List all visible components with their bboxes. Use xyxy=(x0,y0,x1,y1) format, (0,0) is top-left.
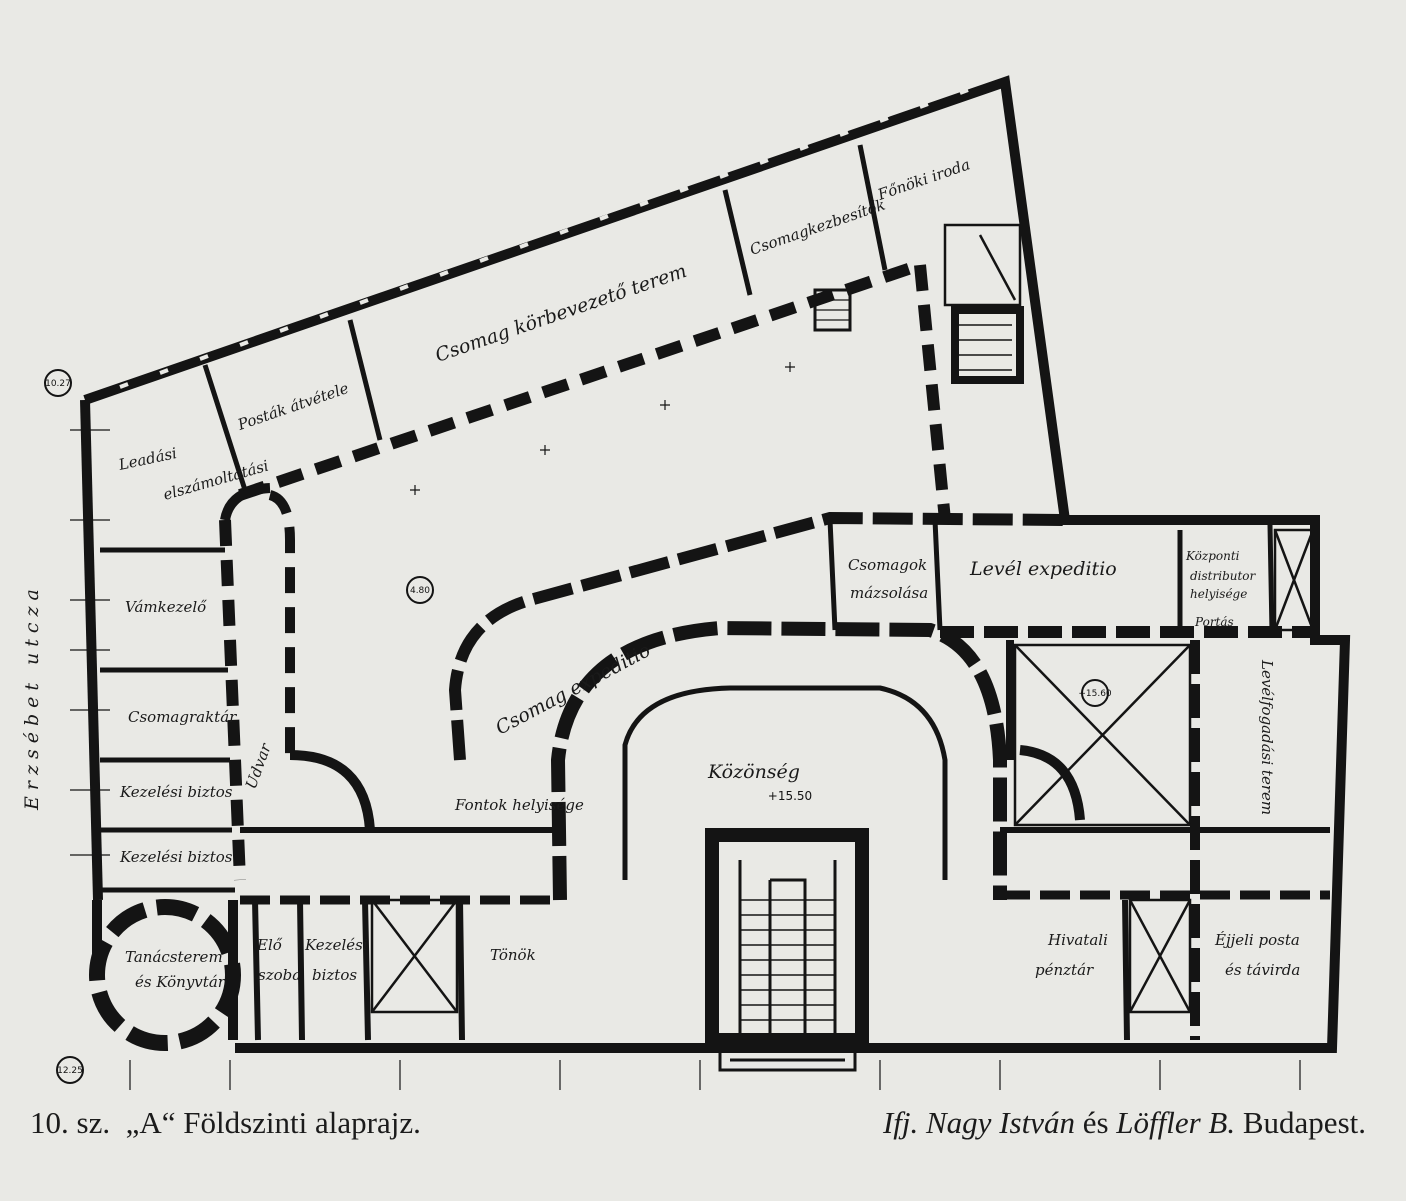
label-elo: Elő xyxy=(256,936,283,954)
inner-walls xyxy=(100,144,1330,1041)
caption-architect-2: Löffler B. xyxy=(1116,1105,1236,1140)
label-distributor: distributor xyxy=(1190,569,1257,583)
label-csomagraktar: Csomagraktár xyxy=(128,708,237,726)
level-corner: 10.27 xyxy=(45,379,71,389)
label-ejjeli-posta: Éjjeli posta xyxy=(1214,931,1300,949)
label-street: Erzsébet utcza xyxy=(21,583,43,811)
label-penztar: pénztár xyxy=(1035,961,1094,979)
label-portas: Portás xyxy=(1194,615,1234,629)
label-kezelesi-biztos-1: Kezelési biztos xyxy=(119,783,233,801)
level-right-hall: +15.60 xyxy=(1078,689,1112,699)
label-es-taviroda: és távirda xyxy=(1225,961,1300,979)
label-csomag-korbevezeto: Csomag körbevezető terem xyxy=(432,260,689,367)
floor-plan-drawing: Csomag körbevezető terem Posták átvétele… xyxy=(21,75,1351,1090)
caption-architect-1: Ifj. Nagy István xyxy=(882,1105,1075,1140)
label-es-konyvtar: és Könyvtár xyxy=(135,973,226,991)
label-tanacsterem: Tanácsterem xyxy=(125,948,223,966)
main-staircase xyxy=(705,828,869,1072)
label-elszamoltatasi: elszámoltatási xyxy=(161,457,271,504)
label-kozonseg: Közönség xyxy=(707,761,800,783)
axis-lines xyxy=(70,362,1301,1090)
caption-city: Budapest. xyxy=(1242,1105,1366,1140)
label-csomag-expeditio: Csomag expeditio xyxy=(492,639,654,739)
caption-section: „A“ xyxy=(125,1105,176,1140)
level-tower: 12.25 xyxy=(57,1066,83,1076)
level-markers xyxy=(44,369,1109,1084)
label-udvar: Udvar xyxy=(242,740,275,791)
round-stairs xyxy=(289,288,1085,831)
label-helyisege: helyisége xyxy=(1190,587,1247,601)
label-level-expeditio: Levél expeditio xyxy=(969,558,1117,580)
label-csomagkezbesitok: Csomagkezbesítők xyxy=(747,196,887,259)
label-szoba: szoba xyxy=(258,966,301,984)
caption-title: Földszinti alaprajz. xyxy=(183,1105,421,1140)
level-courtyard: 4.80 xyxy=(410,586,430,596)
label-tonok: Tönök xyxy=(490,946,536,964)
label-postak-atvetele: Posták átvétele xyxy=(234,379,351,434)
label-levelfogadasi: Levélfogadási terem xyxy=(1258,659,1276,815)
room-labels: Csomag körbevezető terem Posták átvétele… xyxy=(21,155,1300,991)
label-kozponti: Központi xyxy=(1185,549,1240,563)
label-mazsolasa: mázsolása xyxy=(850,584,928,602)
label-csomagok: Csomagok xyxy=(848,556,927,574)
caption-conjunction: és xyxy=(1082,1105,1109,1140)
label-leadasi: Leadási xyxy=(116,444,178,474)
label-kezelesi-biztos-2: Kezelési biztos xyxy=(119,848,233,866)
label-vamkezelo: Vámkezelő xyxy=(125,598,207,616)
caption-right: Ifj. Nagy István és Löffler B. Budapest. xyxy=(883,1105,1366,1141)
caption-abbr: sz. xyxy=(76,1105,111,1140)
label-kivatali: Hivatali xyxy=(1047,931,1108,949)
figure-caption: 10. sz. „A“ Földszinti alaprajz. Ifj. Na… xyxy=(30,1105,1366,1155)
label-fontok-helyisege: Fontok helyisége xyxy=(454,796,584,814)
label-biztos: biztos xyxy=(312,966,357,984)
level-marker-text: 10.27 4.80 +15.60 12.25 +15.50 xyxy=(45,379,1112,1076)
level-hall: +15.50 xyxy=(768,789,812,803)
caption-left: 10. sz. „A“ Földszinti alaprajz. xyxy=(30,1105,421,1141)
caption-number: 10. xyxy=(30,1105,69,1140)
label-fonoki-iroda: Főnöki iroda xyxy=(874,155,972,204)
light-wells xyxy=(370,223,1315,1014)
round-tower xyxy=(89,899,241,1051)
label-kezelesi: Kezelési xyxy=(304,936,368,954)
wall-windows xyxy=(119,88,969,389)
